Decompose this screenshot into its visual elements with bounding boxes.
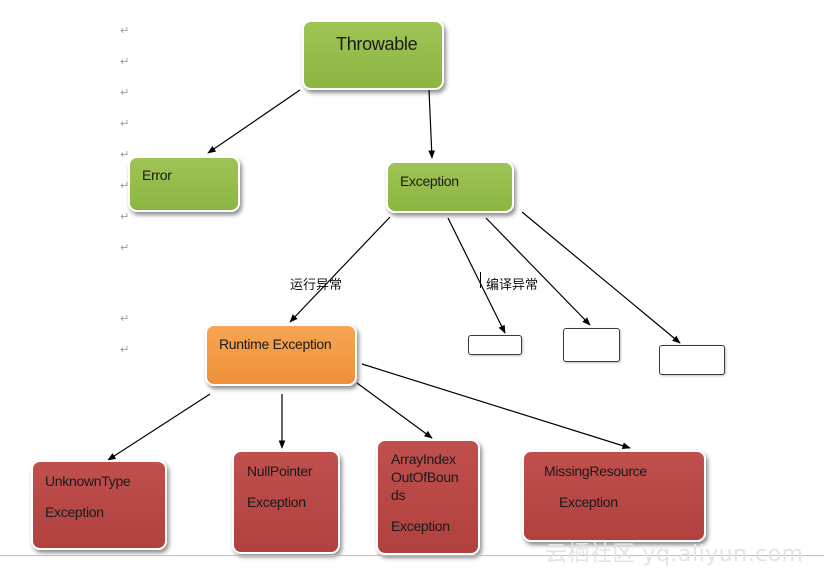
edge-label-runtime: 运行异常 (290, 278, 343, 293)
node-label: Exception (400, 173, 459, 189)
node-label-line: OutOfBoun (391, 469, 459, 485)
node-missingresource-exception[interactable]: MissingResource Exception (522, 450, 706, 542)
arrow-runtime-missingresource (361, 363, 631, 449)
node-runtime-exception[interactable]: Runtime Exception (205, 324, 357, 386)
paragraph-mark: ↵ (120, 24, 130, 37)
watermark: 云栖社区 yq.aliyun.com (545, 542, 804, 567)
node-label-line: Exception (391, 518, 450, 534)
node-exception[interactable]: Exception (386, 161, 514, 213)
node-error[interactable]: Error (128, 156, 240, 212)
node-label-line: ArrayIndex (391, 451, 456, 467)
node-label: Throwable (336, 34, 418, 54)
node-label-line: NullPointer (247, 463, 313, 479)
paragraph-mark: ↵ (120, 117, 130, 130)
node-label-line: Exception (45, 504, 104, 520)
arrow-exception-runtime (289, 216, 391, 323)
paragraph-mark: ↵ (120, 343, 130, 356)
paragraph-mark: ↵ (120, 86, 130, 99)
paragraph-mark: ↵ (120, 55, 130, 68)
paragraph-mark: ↵ (120, 179, 130, 192)
arrow-throwable-error (207, 89, 301, 154)
paragraph-mark: ↵ (120, 241, 130, 254)
paragraph-mark: ↵ (120, 210, 130, 223)
node-nullpointer-exception[interactable]: NullPointer Exception (232, 450, 340, 554)
node-label-line: MissingResource (544, 463, 647, 479)
empty-box[interactable] (563, 328, 620, 362)
node-label: Runtime Exception (219, 336, 332, 352)
arrow-runtime-arrayindex (356, 382, 433, 439)
paragraph-mark: ↵ (120, 148, 130, 161)
node-label-line: UnknownType (45, 473, 131, 489)
arrow-exception-box1 (447, 217, 506, 334)
paragraph-mark: ↵ (120, 312, 130, 325)
arrow-throwable-exception (428, 89, 436, 159)
text-cursor (480, 272, 481, 288)
node-throwable[interactable]: Throwable (302, 20, 444, 90)
node-label-line: ds (391, 487, 406, 503)
node-label: Error (142, 167, 172, 183)
node-unknowntype-exception[interactable]: UnknownType Exception (31, 460, 167, 550)
node-arrayindex-exception[interactable]: ArrayIndex OutOfBoun ds Exception (376, 439, 480, 555)
edge-label-compile: 编译异常 (486, 278, 539, 293)
empty-box[interactable] (659, 345, 725, 375)
node-label-line: Exception (559, 494, 618, 510)
page-baseline (0, 555, 824, 556)
arrow-exception-box3 (521, 211, 681, 344)
arrow-exception-box2 (485, 217, 591, 326)
arrow-runtime-unknowntype (107, 393, 211, 461)
node-label-line: Exception (247, 494, 306, 510)
empty-box[interactable] (468, 335, 522, 355)
